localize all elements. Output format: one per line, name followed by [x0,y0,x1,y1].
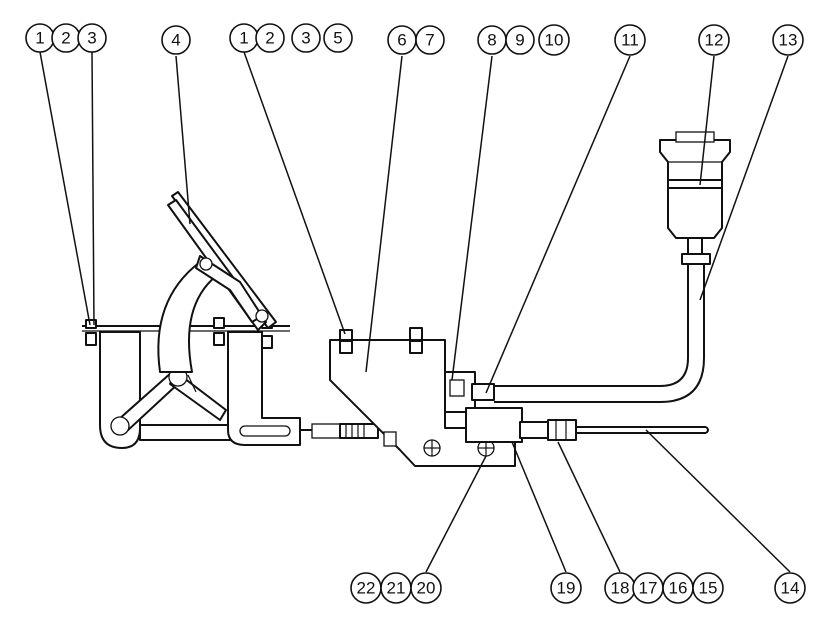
callout-16: 16 [662,572,694,604]
pedal [157,191,277,373]
svg-text:11: 11 [621,31,639,50]
callout-17: 17 [632,572,664,604]
svg-text:12: 12 [705,31,724,50]
svg-text:22: 22 [357,579,376,598]
callout-11: 11 [614,24,646,56]
callout-14: 14 [774,572,806,604]
leader-11 [485,55,631,394]
svg-text:1: 1 [239,29,248,48]
leader-19 [511,441,567,573]
output-pipe [576,426,709,434]
left-bracket [82,325,301,449]
callout-22: 22 [350,572,382,604]
callout-5: 5 [323,23,353,53]
leader-1-center [243,51,346,335]
svg-text:5: 5 [333,29,342,48]
callout-7: 7 [415,25,445,55]
bracket-fitting [383,431,397,447]
svg-text:13: 13 [779,31,798,50]
callout-18: 18 [604,572,636,604]
leader-1-left [39,51,91,326]
leader-12 [699,55,715,186]
leader-3-left [91,51,95,326]
callout-2-top-center: 2 [255,23,285,53]
svg-text:6: 6 [397,31,406,50]
reservoir-hose [471,253,711,403]
svg-text:17: 17 [639,579,658,598]
leader-14 [645,429,791,573]
svg-text:3: 3 [87,29,96,48]
callout-3-top-center: 3 [291,23,321,53]
svg-text:21: 21 [387,579,406,598]
callout-9: 9 [505,25,535,55]
leader-13 [699,55,789,301]
leader-4 [175,55,191,225]
svg-text:19: 19 [557,579,576,598]
svg-text:9: 9 [515,31,524,50]
fluid-reservoir [659,131,731,255]
drawing-parts [82,131,731,467]
leader-8-10 [451,55,493,381]
callout-2-top-left: 2 [51,23,81,53]
svg-text:7: 7 [425,31,434,50]
callout-20: 20 [410,572,442,604]
svg-text:2: 2 [265,29,274,48]
callout-6: 6 [387,25,417,55]
callouts: 1 2 3 4 1 2 3 5 6 7 8 9 10 11 12 13 22 2… [25,23,806,604]
svg-text:16: 16 [669,579,688,598]
callout-21: 21 [380,572,412,604]
svg-text:1: 1 [35,29,44,48]
callout-15: 15 [692,572,724,604]
svg-text:3: 3 [301,29,310,48]
svg-text:4: 4 [171,31,180,50]
svg-text:20: 20 [417,579,436,598]
callout-3-top-left: 3 [77,23,107,53]
callout-19: 19 [550,572,582,604]
leader-20-22 [425,455,487,573]
callout-13: 13 [772,24,804,56]
svg-text:14: 14 [781,579,800,598]
callout-1-top-center: 1 [229,23,259,53]
master-cylinder [444,371,577,443]
svg-text:18: 18 [611,579,630,598]
svg-text:15: 15 [699,579,718,598]
leader-15-18 [557,441,621,573]
svg-text:2: 2 [61,29,70,48]
leader-lines [39,51,791,573]
svg-text:8: 8 [487,31,496,50]
callout-12: 12 [698,24,730,56]
callout-1-top-left: 1 [25,23,55,53]
leader-6-7 [365,55,403,373]
svg-text:10: 10 [545,31,564,50]
callout-4: 4 [161,25,191,55]
callout-8: 8 [477,25,507,55]
callout-10: 10 [538,24,570,56]
push-rod [239,423,379,439]
